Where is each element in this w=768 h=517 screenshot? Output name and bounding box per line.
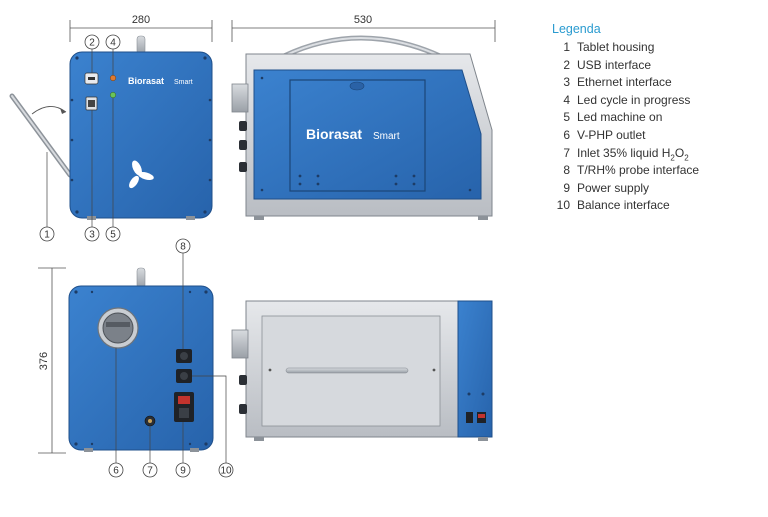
front-brand-suffix: Smart: [174, 79, 193, 86]
legend-item: 2 USB interface: [552, 57, 762, 75]
side-brand-suffix: Smart: [373, 131, 400, 142]
front-brand-logo: Biorasat: [128, 76, 164, 86]
legend-item: 9 Power supply: [552, 180, 762, 198]
side-door-outline: [289, 79, 426, 192]
callout-8: 8: [180, 242, 186, 253]
callout-1: 1: [44, 230, 50, 241]
dimension-height: 376: [38, 267, 66, 454]
callout-6: 6: [113, 466, 119, 477]
legend-item-number: 8: [563, 163, 570, 178]
legend-item-label: Led machine on: [577, 110, 663, 125]
callout-9: 9: [180, 466, 186, 477]
callout-7: 7: [147, 466, 153, 477]
legend-item-number: 5: [563, 110, 570, 125]
legend-item-number: 3: [563, 75, 570, 90]
side-outlet-pipe: [231, 83, 249, 113]
front-screws: [70, 56, 212, 214]
legend-item-number: 7: [563, 145, 570, 160]
legend-item-label: T/RH% probe interface: [577, 163, 700, 178]
legend-item: 8 T/RH% probe interface: [552, 162, 762, 180]
legend-item: 10 Balance interface: [552, 197, 762, 215]
callout-leaders: [46, 49, 227, 463]
front-view: Biorasat Smart: [9, 35, 213, 220]
callout-circles: [39, 34, 234, 478]
top-handle: [136, 35, 146, 55]
side-panel: [253, 69, 482, 200]
side-brand-logo: Biorasat: [306, 126, 362, 142]
led-machine-on: [109, 91, 117, 99]
legend-item-number: 2: [563, 57, 570, 72]
callout-2: 2: [89, 38, 95, 49]
callout-3: 3: [89, 230, 95, 241]
legend: Legenda 1 Tablet housing 2 USB interface…: [552, 22, 762, 215]
rear-side-view: [231, 300, 493, 441]
height-label: 376: [38, 352, 50, 370]
legend-item-label: Tablet housing: [577, 40, 655, 54]
brand-mark-icon: [129, 160, 154, 189]
dimension-front-width: 280: [69, 14, 213, 42]
legend-item-label: Led cycle in progress: [577, 92, 691, 107]
legend-item-label: Ethernet interface: [577, 75, 672, 90]
rear-panel: [68, 285, 214, 451]
legend-item-number: 1: [563, 40, 570, 54]
legend-item-label: Balance interface: [577, 198, 670, 213]
legend-item-label: V-PHP outlet: [577, 127, 646, 142]
legend-item-label: Inlet 35% liquid H2O2: [577, 145, 689, 162]
tablet-housing: [9, 93, 73, 178]
legend-item: 1 Tablet housing: [552, 39, 762, 57]
front-width-label: 280: [132, 14, 150, 26]
legend-item-number: 4: [563, 92, 570, 107]
led-cycle: [109, 74, 117, 82]
legend-item: 7 Inlet 35% liquid H2O2: [552, 145, 762, 163]
rear-view: [68, 267, 214, 452]
legend-item-label: USB interface: [577, 57, 652, 72]
front-panel: [69, 51, 213, 219]
callout-5: 5: [110, 230, 116, 241]
legend-item: 6 V-PHP outlet: [552, 127, 762, 145]
side-view: Biorasat Smart: [231, 35, 493, 220]
legend-item-number: 10: [556, 198, 570, 213]
side-width-label: 530: [354, 14, 372, 26]
callout-4: 4: [110, 38, 116, 49]
rear-side-end-cap: [457, 300, 493, 438]
dimension-side-width: 530: [231, 14, 496, 42]
legend-item-label: Power supply: [577, 180, 650, 195]
legend-title: Legenda: [552, 22, 601, 36]
callout-10: 10: [220, 466, 232, 477]
rear-side-handle: [285, 367, 409, 374]
legend-item: 5 Led machine on: [552, 109, 762, 127]
legend-item: 3 Ethernet interface: [552, 74, 762, 92]
legend-item: 4 Led cycle in progress: [552, 92, 762, 110]
legend-item-number: 9: [563, 180, 570, 195]
legend-item-number: 6: [563, 127, 570, 142]
